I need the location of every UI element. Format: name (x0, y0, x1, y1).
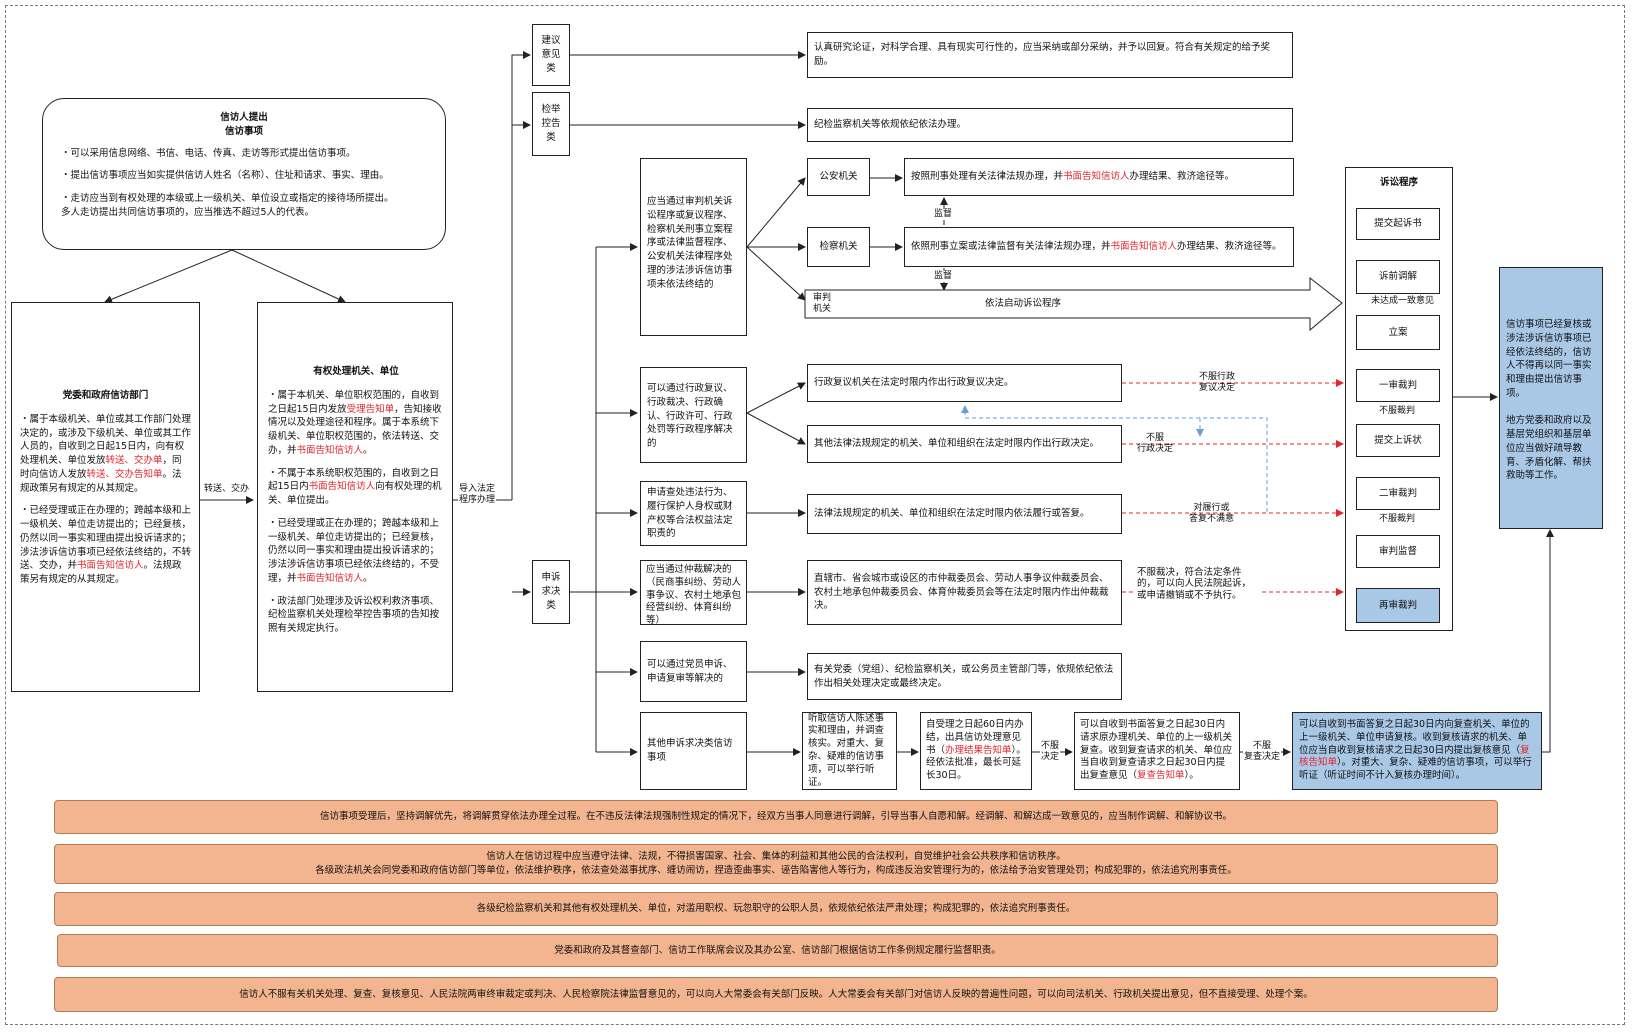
step-first-instance: 一审裁判 (1356, 369, 1440, 402)
not-accept-recheck-label: 不服 复查决定 (1243, 741, 1282, 763)
party-petition-dept-box: 党委和政府信访部门 ・属于本级机关、单位或其工作部门处理决定的，或涉及下级机关、… (11, 302, 200, 692)
category-report: 检举 控告 类 (532, 92, 570, 156)
party-dept-para: ・属于本级机关、单位或其工作部门处理决定的，或涉及下级机关、单位或其工作人员的，… (20, 413, 192, 494)
final-conclusion-box: 信访事项已经复核或涉法涉诉信访事项已经依法终结的，信访人不得再以同一事实和理由提… (1499, 267, 1603, 529)
route-administrative: 可以通过行政复议、行政裁决、行政确认、行政许可、行政处罚等行政程序解决的 (640, 367, 747, 463)
not-accept-review-label: 不服行政 复议决定 (1199, 372, 1236, 393)
litigation-title: 诉讼程序 (1379, 177, 1418, 188)
not-accept-decision-label: 不服 决定 (1040, 741, 1061, 763)
authority-para: ・已经受理或正在办理的；跨越本级和上一级机关、单位走访提出的；已经复核，仍然以同… (268, 517, 440, 584)
transfer-label: 转送、交办 (203, 484, 251, 495)
police-box: 公安机关 (807, 158, 870, 196)
bottom-note-order: 信访人在信访过程中应当遵守法律、法规，不得损害国家、社会、集体的利益和其他公民的… (54, 844, 1498, 884)
authority-para: ・政法部门处理涉及诉讼权利救济事项、纪检监察机关处理检举控告事项的告知按照有关规… (268, 595, 440, 635)
party-dept-para: ・已经受理或正在办理的；跨越本级和上一级机关、单位走访提出的；已经复核，仍然以同… (20, 505, 192, 586)
report-handling-box: 纪检监察机关等依规依纪依法办理。 (807, 108, 1293, 142)
court-label: 审判 机关 (813, 293, 832, 314)
bottom-note-discipline: 各级纪检监察机关和其他有权处理机关、单位，对滥用职权、玩忽职守的公职人员，依规依… (54, 892, 1498, 926)
category-appeal: 申诉 求决 类 (532, 560, 570, 624)
not-accept-admin-label: 不服 行政决定 (1137, 433, 1174, 454)
step-pre-mediation: 诉前调解 (1356, 260, 1440, 294)
route-party-appeal: 可以通过党员申诉、申请复审等解决的 (640, 641, 747, 702)
admin-other-box: 其他法律法规规定的机关、单位和组织在法定时限内作出行政决定。 (807, 425, 1122, 463)
hearing-box: 听取信访人陈述事实和理由，并调查核实。对重大、复杂、疑难的信访事项，可以举行听证… (802, 712, 897, 790)
petitioner-line: ・可以采用信息网络、书信、电话、传真、走访等形式提出信访事项。 (61, 147, 356, 159)
category-suggestion: 建议 意见 类 (532, 24, 570, 86)
petitioner-box: 信访人提出 信访事项 ・可以采用信息网络、书信、电话、传真、走访等形式提出信访事… (42, 98, 446, 250)
step-file-complaint: 提交起诉书 (1356, 208, 1440, 240)
step-trial-supervision: 审判监督 (1356, 535, 1440, 568)
suggestion-handling-box: 认真研究论证，对科学合理、具有现实可行性的，应当采纳或部分采纳，并予以回复。符合… (807, 32, 1293, 78)
recheck-box: 可以自收到书面答复之日起30日内请求原办理机关、单位的上一级机关复查。收到复查请… (1074, 712, 1240, 790)
step-second-instance: 二审裁判 (1356, 477, 1440, 510)
reply-box: 自受理之日起60日内办结，出具信访处理意见书（办理结果告知单）。经依法批准，最长… (920, 712, 1032, 790)
petitioner-title: 信访人提出 信访事项 (220, 112, 268, 137)
authority-para: ・不属于本系统职权范围的，自收到之日起15日内书面告知信访人向有权处理的机关、单… (268, 467, 442, 507)
authority-box: 有权处理机关、单位 ・属于本机关、单位职权范围的，自收到之日起15日内发放受理告… (257, 302, 453, 692)
diagram-frame (5, 5, 1625, 1025)
authority-title: 有权处理机关、单位 (313, 366, 399, 377)
review-box: 可以自收到书面答复之日起30日内向复查机关、单位的上一级机关、单位申请复核。收到… (1292, 712, 1542, 790)
route-other: 其他申诉求决类信访事项 (640, 712, 747, 790)
step-retrial: 再审裁判 (1356, 588, 1440, 623)
route-litigation: 应当通过审判机关诉讼程序或复议程序、检察机关刑事立案程序或法律监督程序、公安机关… (640, 158, 747, 336)
petitioner-line: ・提出信访事项应当如实提供信访人姓名（名称）、住址和请求、事实、理由。 (61, 170, 389, 182)
bottom-note-npc: 信访人不服有关机关处理、复查、复核意见、人民法院两审终审裁定或判决、人民检察院法… (54, 977, 1498, 1012)
arbitration-handling-box: 直辖市、省会城市或设区的市仲裁委员会、劳动人事争议仲裁委员会、农村土地承包仲裁委… (807, 560, 1122, 625)
perform-dissatisfied-label: 对履行或 答复不满意 (1189, 503, 1235, 524)
bottom-note-supervision: 党委和政府及其督查部门、信访工作联席会议及其办公室、信访部门根据信访工作条例规定… (57, 934, 1498, 967)
route-arbitration: 应当通过仲裁解决的（民商事纠纷、劳动人事争议、农村土地承包经营纠纷、体育纠纷等） (640, 560, 747, 625)
supervise-label: 监督 (933, 209, 954, 220)
step-appeal: 提交上诉状 (1356, 424, 1440, 457)
procuratorate-box: 检察机关 (807, 227, 870, 267)
court-text: 依法启动诉讼程序 (985, 298, 1062, 309)
not-accept-judgment-label: 不服裁判 (1379, 406, 1416, 416)
supervise-label: 监督 (933, 271, 954, 282)
petitioner-line: ・走访应当到有权处理的本级或上一级机关、单位设立或指定的接待场所提出。 多人走访… (61, 193, 394, 218)
import-procedure-label: 导入法定 程序办理 (458, 484, 497, 506)
procuratorate-text-box: 依照刑事立案或法律监督有关法律法规办理，并书面告知信访人办理结果、救济途径等。 (904, 227, 1294, 267)
no-consensus-label: 未达成一致意见 (1371, 296, 1435, 306)
party-appeal-handling-box: 有关党委（党组）、纪检监察机关，或公务员主管部门等，依规依纪依法作出相关处理决定… (807, 653, 1122, 700)
step-filing: 立案 (1356, 315, 1440, 350)
duty-handling-box: 法律法规规定的机关、单位和组织在法定时限内依法履行或答复。 (807, 494, 1122, 534)
admin-review-box: 行政复议机关在法定时限内作出行政复议决定。 (807, 364, 1122, 402)
bottom-note-mediation: 信访事项受理后，坚持调解优先，将调解贯穿依法办理全过程。在不违反法律法规强制性规… (54, 800, 1498, 834)
authority-para: ・属于本机关、单位职权范围的，自收到之日起15日内发放受理告知单，告知接收情况以… (268, 389, 442, 456)
party-dept-title: 党委和政府信访部门 (62, 390, 149, 401)
police-text-box: 按照刑事处理有关法律法规办理，并书面告知信访人办理结果、救济途径等。 (904, 158, 1294, 196)
not-accept-judgment-label: 不服裁判 (1379, 514, 1416, 524)
route-duty: 申请查处违法行为、履行保护人身权或财产权等合法权益法定职责的 (640, 481, 747, 546)
arbitration-note: 不服裁决，符合法定条件的，可以向人民法院起诉，或申请撤销或不予执行。 (1136, 567, 1260, 602)
